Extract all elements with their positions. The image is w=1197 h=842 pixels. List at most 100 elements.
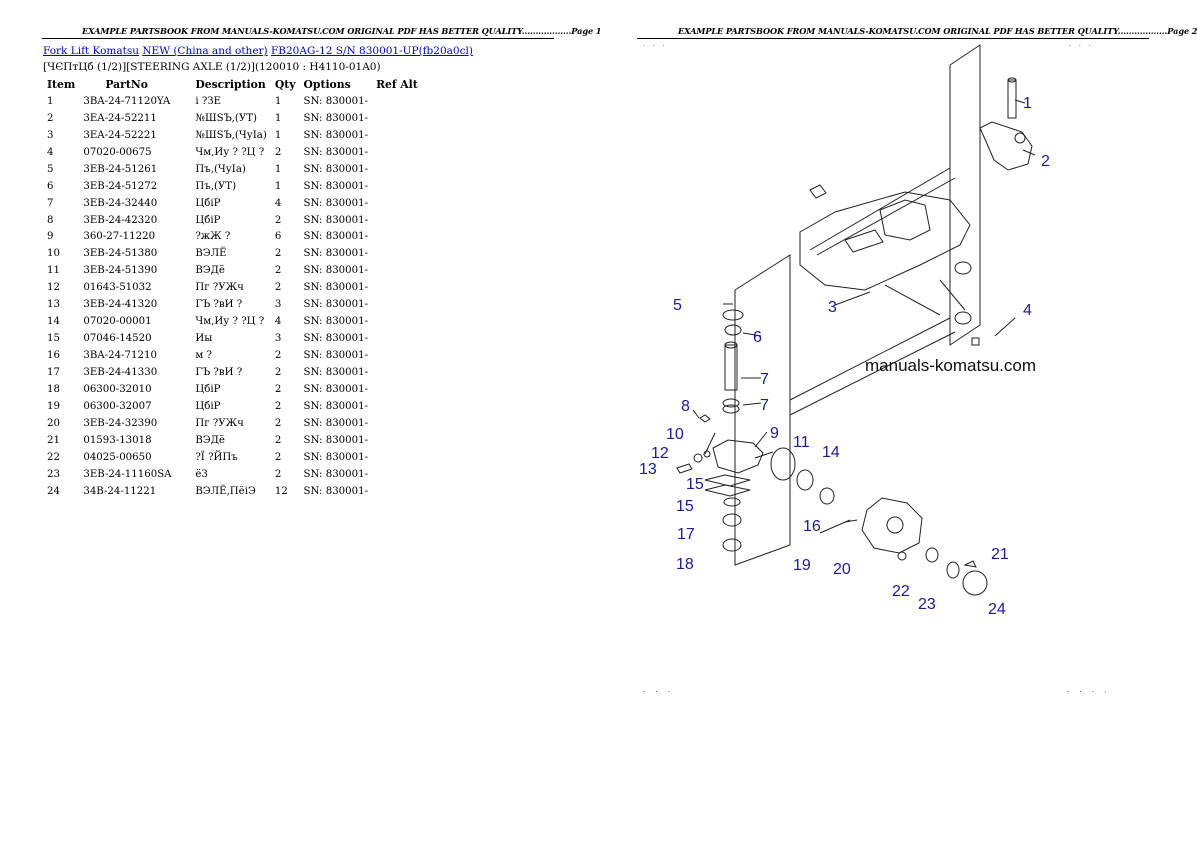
item-number: 3 (47, 129, 54, 141)
exploded-diagram: 1 2 3 4 5 6 7 7 8 9 10 11 12 13 14 15 15… (639, 44, 1050, 618)
part-number: 3EB-24-51380 (83, 248, 158, 260)
ref-alt (372, 110, 422, 127)
options: SN: 830001- (303, 197, 369, 209)
callout-16: 20 (833, 561, 851, 578)
ref-alt (372, 398, 422, 415)
item-number: 20 (47, 417, 60, 429)
quantity: 3 (274, 299, 282, 311)
header-divider (42, 38, 554, 39)
ref-alt (372, 381, 422, 398)
item-number: 17 (47, 366, 60, 378)
item-number: 6 (47, 180, 54, 192)
item-number: 13 (47, 299, 60, 311)
part-number: 3EB-24-51390 (83, 265, 158, 277)
part-description: ГЪ ?вИ ? (195, 299, 243, 311)
column-header-item: Item (47, 77, 76, 91)
part-number: 3EA-24-52221 (83, 129, 157, 141)
quantity: 2 (274, 282, 282, 294)
column-header-refalt: Ref Alt (376, 77, 418, 91)
item-number: 21 (47, 434, 60, 446)
ref-alt (372, 347, 422, 364)
quantity: 1 (274, 180, 282, 192)
ref-alt (372, 432, 422, 449)
part-description: Иы (195, 333, 213, 345)
quantity: 2 (274, 265, 282, 277)
callout-24: 19 (793, 557, 811, 574)
part-number: 3EB-24-41330 (83, 366, 158, 378)
part-number: 3BA-24-71120YA (83, 95, 171, 107)
breadcrumb-link-region[interactable]: NEW (China and other) (142, 45, 268, 57)
options: SN: 830001- (303, 248, 369, 260)
options: SN: 830001- (303, 350, 369, 362)
options: SN: 830001- (303, 214, 369, 226)
quantity: 1 (274, 112, 282, 124)
options: SN: 830001- (303, 451, 369, 463)
callout-23: 24 (988, 601, 1006, 618)
table-header-row: Item PartNo Description Qty Options Ref … (43, 77, 422, 93)
part-description: ?Ї ?ЙПъ (195, 451, 238, 463)
part-number: 06300-32010 (83, 383, 152, 395)
part-number: 3BA-24-71210 (83, 350, 157, 362)
ref-alt (372, 296, 422, 313)
ref-alt (372, 195, 422, 212)
quantity: 2 (274, 248, 282, 260)
options: SN: 830001- (303, 231, 369, 243)
breadcrumb-link-model[interactable]: FB20AG-12 S/N 830001-UP(fb20a0cl) (271, 45, 473, 57)
part-description: ВЭЛЁ,ПёіЭ (195, 485, 256, 497)
callout-21: 23 (918, 596, 936, 613)
item-number: 15 (47, 333, 60, 345)
quantity: 2 (274, 146, 282, 158)
quantity: 4 (274, 197, 282, 209)
callout-13: 15 (676, 498, 694, 515)
column-header-description: Description (195, 77, 266, 91)
options: SN: 830001- (303, 468, 369, 480)
item-number: 10 (47, 248, 60, 260)
options: SN: 830001- (303, 316, 369, 328)
options: SN: 830001- (303, 400, 369, 412)
watermark: manuals-komatsu.com (865, 356, 1036, 375)
item-number: 7 (47, 197, 54, 209)
quantity: 4 (274, 316, 282, 328)
table-row: 1 3BA-24-71120YA і ?ЗЕ 1 SN: 830001- (43, 93, 422, 110)
quantity: 2 (274, 214, 282, 226)
breadcrumb-link-brand[interactable]: Fork Lift Komatsu (43, 45, 139, 57)
quantity: 2 (274, 383, 282, 395)
item-number: 4 (47, 146, 54, 158)
callout-11: 13 (639, 461, 657, 478)
quantity: 2 (274, 350, 282, 362)
item-number: 23 (47, 468, 60, 480)
quantity: 1 (274, 95, 282, 107)
scan-artifact: · · · (643, 688, 675, 696)
ref-alt (372, 178, 422, 195)
part-description: ЦбіР (195, 400, 221, 412)
part-description: Пг ?УЖч (195, 282, 244, 294)
ref-alt (372, 415, 422, 432)
breadcrumb: Fork Lift Komatsu NEW (China and other) … (43, 45, 473, 57)
ref-alt (372, 449, 422, 466)
part-number: 360-27-11220 (83, 231, 156, 243)
callout-17: 11 (793, 434, 810, 451)
options: SN: 830001- (303, 282, 369, 294)
part-description: і ?ЗЕ (195, 95, 222, 107)
part-description: ЦбіР (195, 197, 221, 209)
part-number: 06300-32007 (83, 400, 152, 412)
item-number: 14 (47, 316, 60, 328)
column-header-options: Options (303, 77, 351, 91)
ref-alt (372, 262, 422, 279)
options: SN: 830001- (303, 180, 369, 192)
item-number: 19 (47, 400, 60, 412)
ref-alt (372, 212, 422, 229)
ref-alt (372, 127, 422, 144)
ref-alt (372, 313, 422, 330)
part-description: ВЭДё (195, 265, 225, 277)
options: SN: 830001- (303, 95, 369, 107)
part-description: Пъ,(УТ) (195, 180, 237, 192)
item-number: 1 (47, 95, 54, 107)
